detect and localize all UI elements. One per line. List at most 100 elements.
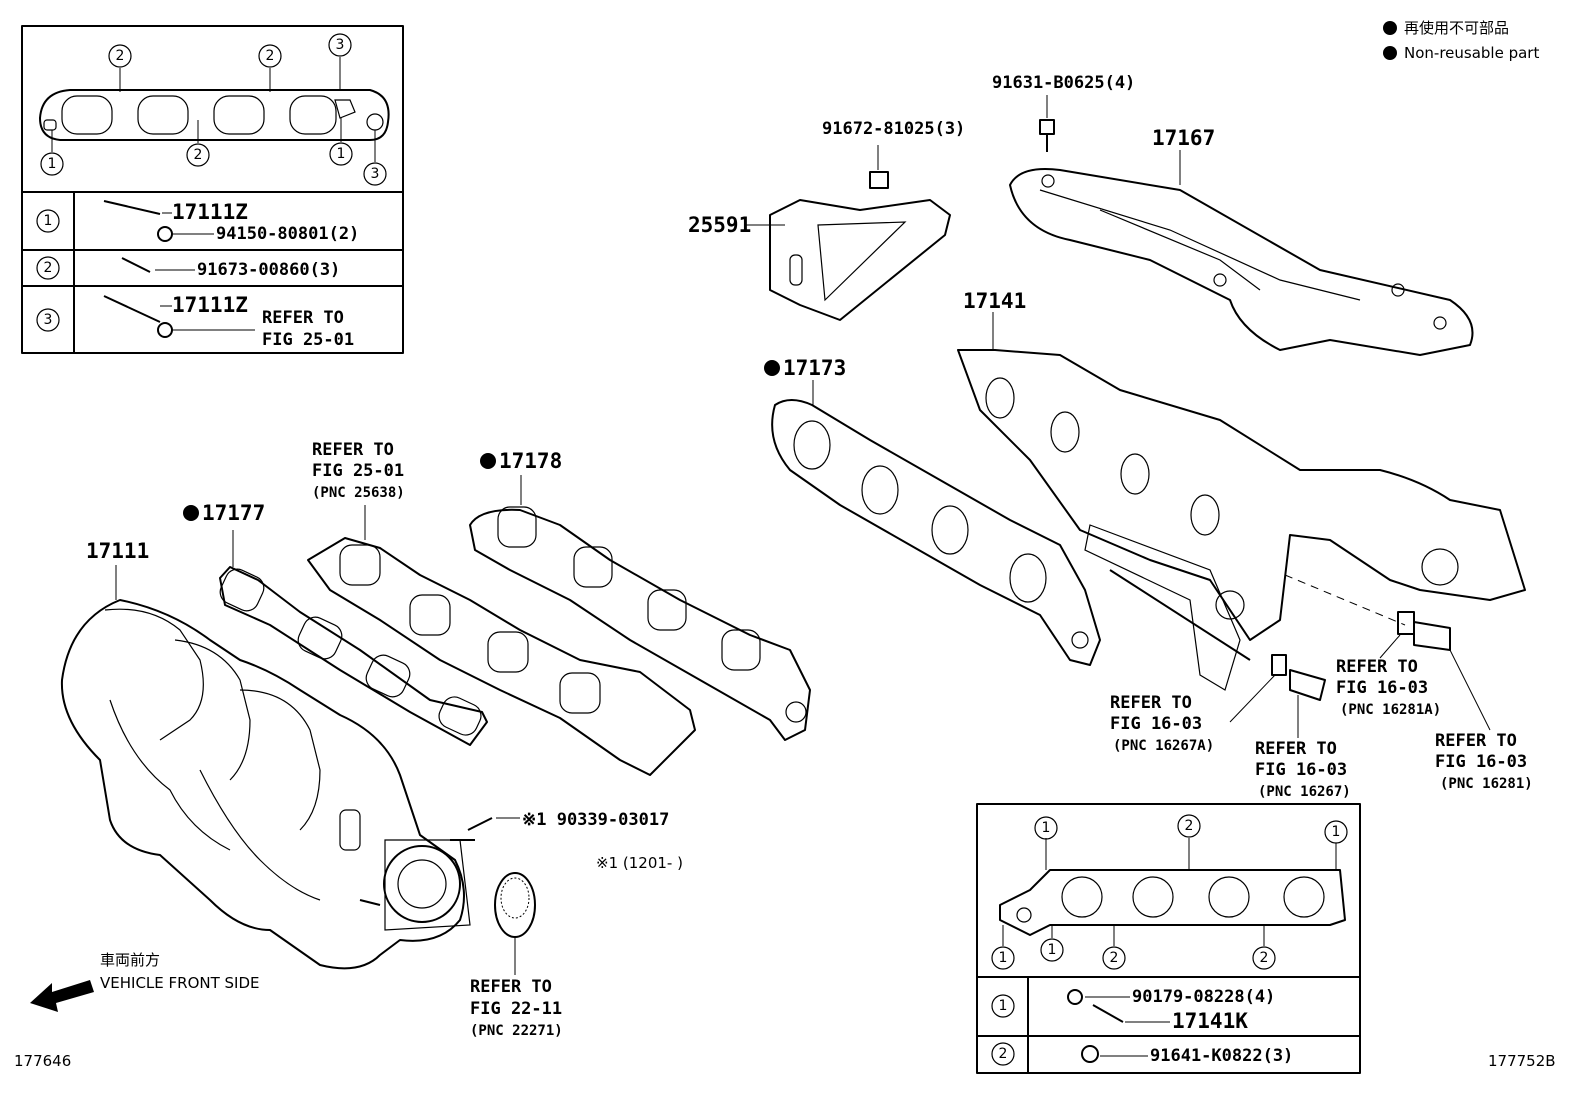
- sensor-clip-icon: [1397, 611, 1415, 635]
- inset-right-frame: [976, 803, 1361, 1074]
- nut-icon: [1067, 989, 1083, 1005]
- inset-left-94150: 94150-80801(2): [216, 224, 359, 244]
- svg-text:(PNC 16267A): (PNC 16267A): [1113, 738, 1214, 754]
- svg-text:3: 3: [371, 166, 380, 182]
- non-reusable-dot-icon: [764, 360, 780, 376]
- non-reusable-dot-icon: [1383, 46, 1397, 60]
- svg-text:1: 1: [337, 146, 346, 162]
- footer-left-code: 177646: [14, 1052, 71, 1070]
- stud-bolt-icon: [1092, 1004, 1124, 1023]
- svg-text:2: 2: [1110, 950, 1119, 966]
- inset-gasket-outline: [39, 89, 390, 141]
- legend-en: Non-reusable part: [1404, 44, 1539, 62]
- svg-text:2: 2: [999, 1046, 1008, 1062]
- svg-text:1: 1: [48, 156, 57, 172]
- svg-text:REFER TO: REFER TO: [1435, 731, 1517, 751]
- row-key-2: [991, 1042, 1015, 1066]
- svg-text:2: 2: [1185, 818, 1194, 834]
- svg-text:FIG 25-01: FIG 25-01: [312, 461, 404, 481]
- svg-text:VEHICLE FRONT SIDE: VEHICLE FRONT SIDE: [100, 974, 260, 992]
- row-key-3: [36, 308, 60, 332]
- svg-text:REFER TO: REFER TO: [1110, 693, 1192, 713]
- row-key-1: [991, 994, 1015, 1018]
- svg-text:FIG 16-03: FIG 16-03: [1336, 678, 1428, 698]
- label-17167: 17167: [1152, 126, 1215, 150]
- svg-text:91631-B0625(4): 91631-B0625(4): [992, 73, 1135, 93]
- footer-right-code: 177752B: [1488, 1052, 1556, 1070]
- bracket-25591: 25591 91672-81025(3): [688, 119, 965, 321]
- svg-text:1: 1: [1048, 942, 1057, 958]
- nut-icon: [157, 226, 173, 242]
- svg-text:2: 2: [194, 147, 203, 163]
- svg-text:(PNC 22271): (PNC 22271): [470, 1023, 563, 1039]
- stud-bolt-icon: [103, 295, 161, 323]
- svg-text:2: 2: [116, 48, 125, 64]
- inset-left: 2 2 3 2 1 1 3 1 17111Z 94150-80801(2) 2 …: [21, 25, 404, 354]
- svg-text:FIG 16-03: FIG 16-03: [1110, 714, 1202, 734]
- svg-text:FIG 16-03: FIG 16-03: [1435, 752, 1527, 772]
- non-reusable-dot-icon: [480, 453, 496, 469]
- sensor-clip-icon: [1271, 654, 1287, 676]
- svg-text:1: 1: [44, 213, 53, 229]
- gasket-17178: 17178: [469, 449, 811, 741]
- bolt-head-icon: [869, 171, 889, 189]
- svg-text:(PNC 25638): (PNC 25638): [312, 485, 405, 501]
- gasket-17177: 17177: [183, 501, 488, 746]
- svg-text:REFER TO: REFER TO: [470, 977, 552, 997]
- nut-icon: [157, 322, 173, 338]
- label-25591: 25591: [688, 213, 751, 237]
- bolt-icon: [121, 257, 151, 273]
- svg-text:91672-81025(3): 91672-81025(3): [822, 119, 965, 139]
- non-reusable-dot-icon: [183, 505, 199, 521]
- legend: 再使用不可部品 Non-reusable part: [1383, 19, 1539, 62]
- bolt-head-icon: [1039, 119, 1055, 135]
- row-key-1: [36, 209, 60, 233]
- svg-text:2: 2: [1260, 950, 1269, 966]
- exhaust-manifold-17141: 17141: [957, 289, 1526, 691]
- non-reusable-dot-icon: [1383, 21, 1397, 35]
- stud-bolt-icon: [103, 200, 161, 215]
- svg-text:※1 (1201- ): ※1 (1201- ): [596, 854, 683, 872]
- inset-right: 1 2 1 1 1 2 2 1 90179-08228(4) 17141K 2 …: [976, 803, 1361, 1074]
- svg-text:(PNC 16281A): (PNC 16281A): [1340, 702, 1441, 718]
- svg-text:1: 1: [1332, 824, 1341, 840]
- svg-text:2: 2: [266, 48, 275, 64]
- svg-text:3: 3: [44, 312, 53, 328]
- part-90339: ※1 90339-03017 ※1 (1201- ): [467, 810, 683, 872]
- throttle-screen: REFER TO FIG 22-11 (PNC 22271): [470, 872, 563, 1039]
- row-key-2: [36, 256, 60, 280]
- label-17178: 17178: [499, 449, 562, 473]
- legend-jp: 再使用不可部品: [1404, 19, 1509, 37]
- svg-text:FIG 22-11: FIG 22-11: [470, 999, 562, 1019]
- inset-left-17111z-b: 17111Z: [172, 293, 248, 317]
- svg-text:REFER TO: REFER TO: [312, 440, 394, 460]
- svg-text:(PNC 16281): (PNC 16281): [1440, 776, 1533, 792]
- svg-text:REFER TO: REFER TO: [1255, 739, 1337, 759]
- vehicle-front-direction: 車両前方 VEHICLE FRONT SIDE: [30, 951, 260, 1012]
- inset-callouts: 2 2 3 2 1 1 3: [40, 33, 387, 186]
- insulator-plate: REFER TO FIG 25-01 (PNC 25638): [307, 440, 696, 776]
- arrow-left-icon: [30, 980, 94, 1012]
- svg-text:1: 1: [999, 998, 1008, 1014]
- svg-text:REFER TO: REFER TO: [262, 308, 344, 328]
- sensor-references: REFER TO FIG 16-03 (PNC 16281) REFER TO …: [1110, 574, 1533, 800]
- inset-left-91673: 91673-00860(3): [197, 260, 340, 280]
- svg-text:90179-08228(4): 90179-08228(4): [1132, 987, 1275, 1007]
- label-17111: 17111: [86, 539, 149, 563]
- inset-left-17111z-a: 17111Z: [172, 200, 248, 224]
- intake-manifold-17111: 17111: [60, 539, 475, 970]
- svg-text:17141K: 17141K: [1172, 1009, 1248, 1033]
- svg-text:91641-K0822(3): 91641-K0822(3): [1150, 1046, 1293, 1066]
- label-17177: 17177: [202, 501, 265, 525]
- label-17141: 17141: [963, 289, 1026, 313]
- svg-text:※1 90339-03017: ※1 90339-03017: [522, 810, 669, 830]
- svg-text:REFER TO: REFER TO: [1336, 657, 1418, 677]
- gasket-17173: 17173: [764, 356, 1101, 666]
- label-17173: 17173: [783, 356, 846, 380]
- svg-text:FIG 16-03: FIG 16-03: [1255, 760, 1347, 780]
- svg-text:1: 1: [1042, 820, 1051, 836]
- heat-insulator-17167: 17167 91631-B0625(4): [992, 73, 1474, 356]
- svg-text:(PNC 16267): (PNC 16267): [1258, 784, 1351, 800]
- svg-text:2: 2: [44, 260, 53, 276]
